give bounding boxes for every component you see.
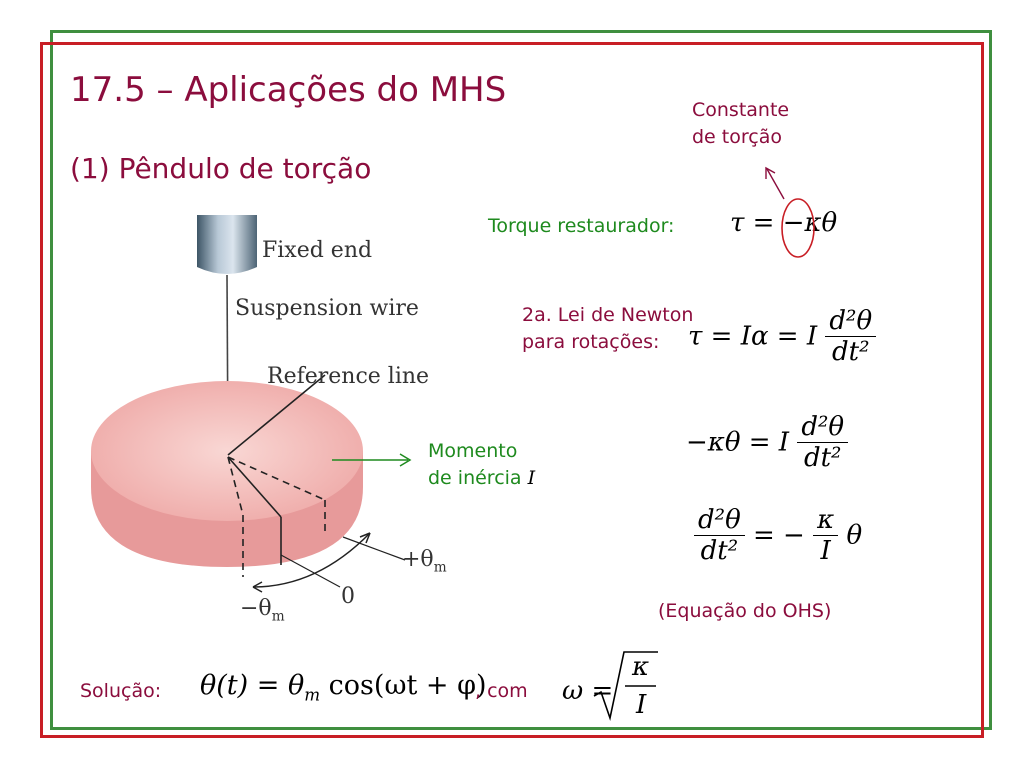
outer-green-frame (50, 30, 992, 730)
sqrt-denominator: I (636, 690, 647, 720)
label-minus-theta-m: −θm (240, 596, 285, 625)
disk-top (91, 381, 363, 521)
torque-label: Torque restaurador: (488, 215, 675, 237)
constante-arrow (765, 166, 785, 200)
solution-label: Solução: (80, 680, 162, 702)
label-fixed-end: Fixed end (262, 238, 373, 263)
newton-label: 2a. Lei de Newton para rotações: (522, 304, 694, 353)
fixed-end-cylinder (197, 215, 257, 274)
label-plus-theta-m: +θm (402, 547, 447, 576)
torsion-pendulum-figure (91, 215, 406, 593)
label-suspension-wire: Suspension wire (235, 296, 419, 321)
kappa-highlight-circle (781, 198, 815, 258)
slide-title: 17.5 – Aplicações do MHS (70, 70, 507, 110)
ohs-label: (Equação do OHS) (658, 600, 832, 622)
label-reference-line: Reference line (267, 364, 430, 389)
constante-torcao-label: Constante de torção (692, 99, 790, 148)
slide-subtitle: (1) Pêndulo de torção (70, 152, 372, 185)
moment-of-inertia-label: Momento de inércia I (428, 440, 536, 489)
torque-equation: τ = −κθ (730, 208, 838, 238)
com-label: , com (475, 680, 528, 702)
outer-red-frame (40, 42, 984, 738)
sqrt-symbol (593, 651, 658, 721)
solution-equation: θ(t) = θm cos(ωt + φ) (200, 670, 487, 705)
label-zero: 0 (341, 584, 355, 609)
sqrt-numerator: κ (632, 652, 650, 682)
moment-arrow (332, 453, 412, 467)
